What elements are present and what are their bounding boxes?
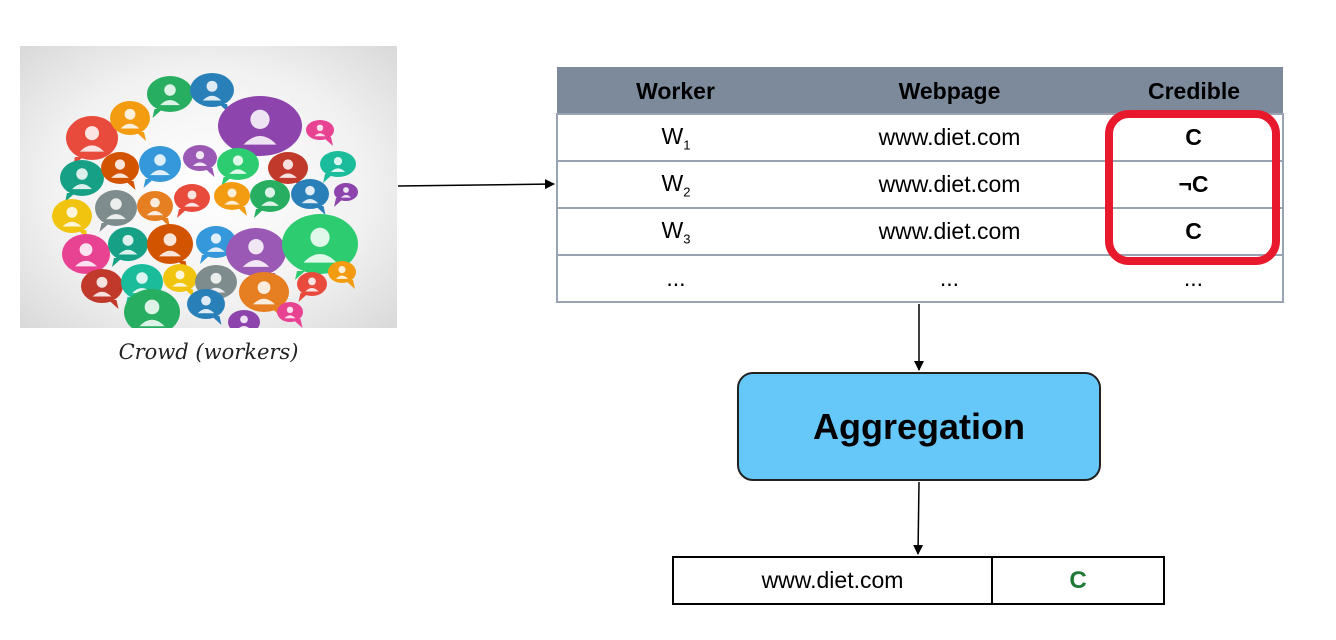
- credible-cell: C: [1105, 207, 1284, 255]
- speech-bubble-icon: [306, 120, 334, 146]
- speech-bubble-icon: [66, 116, 118, 166]
- speech-bubble-icon: [137, 191, 173, 227]
- webpage-cell: ...: [794, 254, 1105, 303]
- header-credible: Credible: [1105, 67, 1283, 114]
- speech-bubble-icon: [60, 160, 104, 202]
- speech-bubble-icon: [81, 269, 123, 309]
- table-row: W2 www.diet.com ¬C: [556, 160, 1284, 208]
- speech-bubble-icon: [183, 145, 217, 177]
- speech-bubble-icon: [282, 214, 358, 280]
- speech-bubble-icon: [108, 227, 148, 267]
- speech-bubble-icon: [147, 224, 193, 270]
- arrow-crowd-to-table: [397, 179, 555, 190]
- table-row: W1 www.diet.com C: [556, 113, 1284, 161]
- webpage-cell: www.diet.com: [794, 113, 1105, 161]
- speech-bubble-icon: [139, 146, 181, 188]
- aggregation-box: Aggregation: [737, 372, 1101, 481]
- speech-bubble-icon: [328, 261, 356, 289]
- speech-bubble-icon: [174, 184, 210, 218]
- speech-bubble-icon: [334, 183, 358, 207]
- speech-bubble-icon: [250, 180, 290, 218]
- aggregated-result-row: www.diet.com C: [672, 556, 1165, 605]
- speech-bubble-icon: [147, 76, 193, 118]
- worker-cell: ...: [556, 254, 794, 303]
- speech-bubble-icon: [110, 101, 150, 141]
- table-header-row: Worker Webpage Credible: [557, 67, 1283, 114]
- speech-bubble-icon: [277, 302, 303, 328]
- credible-cell: ¬C: [1105, 160, 1284, 208]
- speech-bubble-icon: [239, 272, 289, 318]
- webpage-cell: www.diet.com: [794, 160, 1105, 208]
- speech-bubble-icon: [291, 179, 329, 215]
- crowd-image: [20, 46, 397, 341]
- speech-bubble-icon: [297, 272, 327, 302]
- credible-highlight-box: [1105, 110, 1280, 265]
- table-row: ... ... ...: [556, 254, 1284, 303]
- worker-cell: W3: [556, 207, 794, 255]
- speech-bubble-icon: [187, 289, 225, 325]
- table-row: W3 www.diet.com C: [556, 207, 1284, 255]
- speech-bubble-icon: [101, 152, 139, 190]
- arrow-aggregation-to-result: [913, 481, 924, 555]
- speech-bubble-icon: [217, 148, 259, 186]
- crowd-speech-bubbles-illustration: [52, 73, 358, 341]
- webpage-cell: www.diet.com: [794, 207, 1105, 255]
- result-webpage: www.diet.com: [674, 558, 993, 603]
- crowd-caption: Crowd (workers): [118, 340, 299, 364]
- speech-bubble-icon: [320, 151, 356, 183]
- worker-cell: W1: [556, 113, 794, 161]
- speech-bubble-icon: [163, 264, 197, 298]
- worker-cell: W2: [556, 160, 794, 208]
- header-worker: Worker: [557, 67, 794, 114]
- result-credible: C: [1069, 566, 1087, 594]
- header-webpage: Webpage: [794, 67, 1105, 114]
- speech-bubble-icon: [214, 182, 250, 216]
- speech-bubble-icon: [95, 190, 137, 232]
- worker-labels-table: Worker Webpage Credible W1 www.diet.com …: [556, 67, 1284, 303]
- speech-bubble-icon: [196, 226, 236, 264]
